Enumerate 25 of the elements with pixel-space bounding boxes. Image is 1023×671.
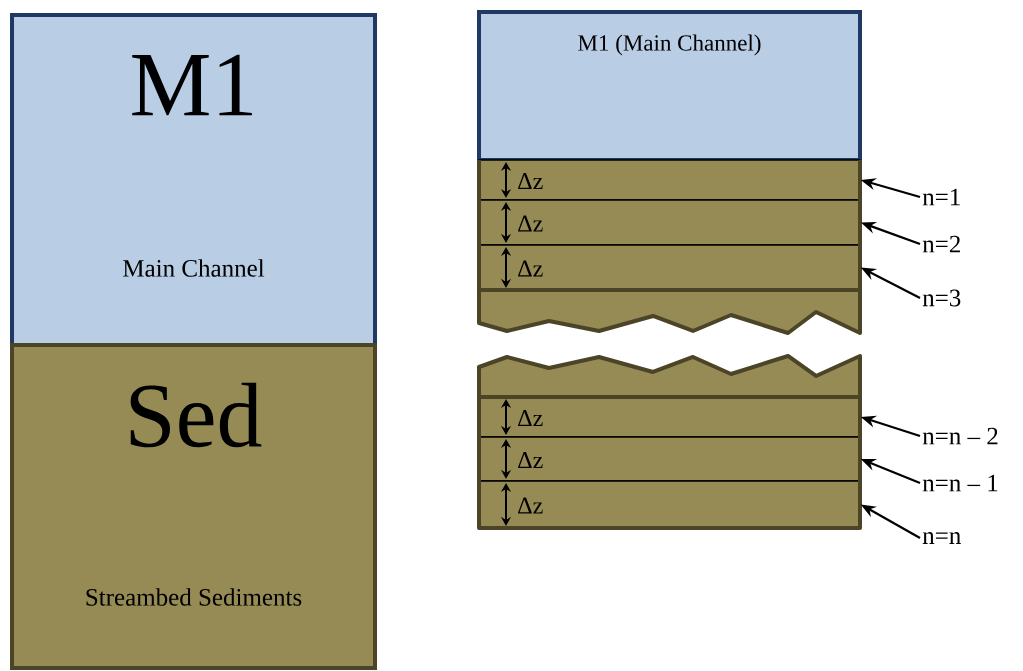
- layer-number: n=3: [922, 289, 961, 307]
- layer-number: n=2: [922, 235, 960, 253]
- heading: Sed: [130, 382, 262, 448]
- sediment-box: [10, 343, 377, 670]
- layer-label: Δz: [518, 260, 543, 277]
- layer-label: Δz: [518, 452, 543, 468]
- layer-band: [478, 480, 861, 529]
- box-label: Main Channel: [123, 259, 265, 277]
- box-label: Streambed Sediments: [86, 588, 302, 606]
- layer-band: [478, 436, 861, 482]
- layer-label: Δz: [518, 497, 543, 514]
- layer-band: [478, 159, 861, 201]
- layer-number: n=n: [922, 532, 961, 544]
- box-label: M1 (Main Channel): [578, 34, 761, 56]
- layer-band: [478, 199, 861, 246]
- channel-box: [477, 10, 862, 162]
- layer-number: n=n – 1: [922, 474, 998, 492]
- layer-label: Δz: [518, 410, 543, 426]
- layer-band: [478, 244, 861, 291]
- layer-label: Δz: [518, 215, 543, 232]
- layer-band: [478, 396, 861, 438]
- layer-label: Δz: [518, 173, 543, 189]
- layer-number: n=n – 2: [922, 427, 998, 445]
- layer-number: n=1: [922, 188, 960, 206]
- heading: M1: [132, 54, 252, 116]
